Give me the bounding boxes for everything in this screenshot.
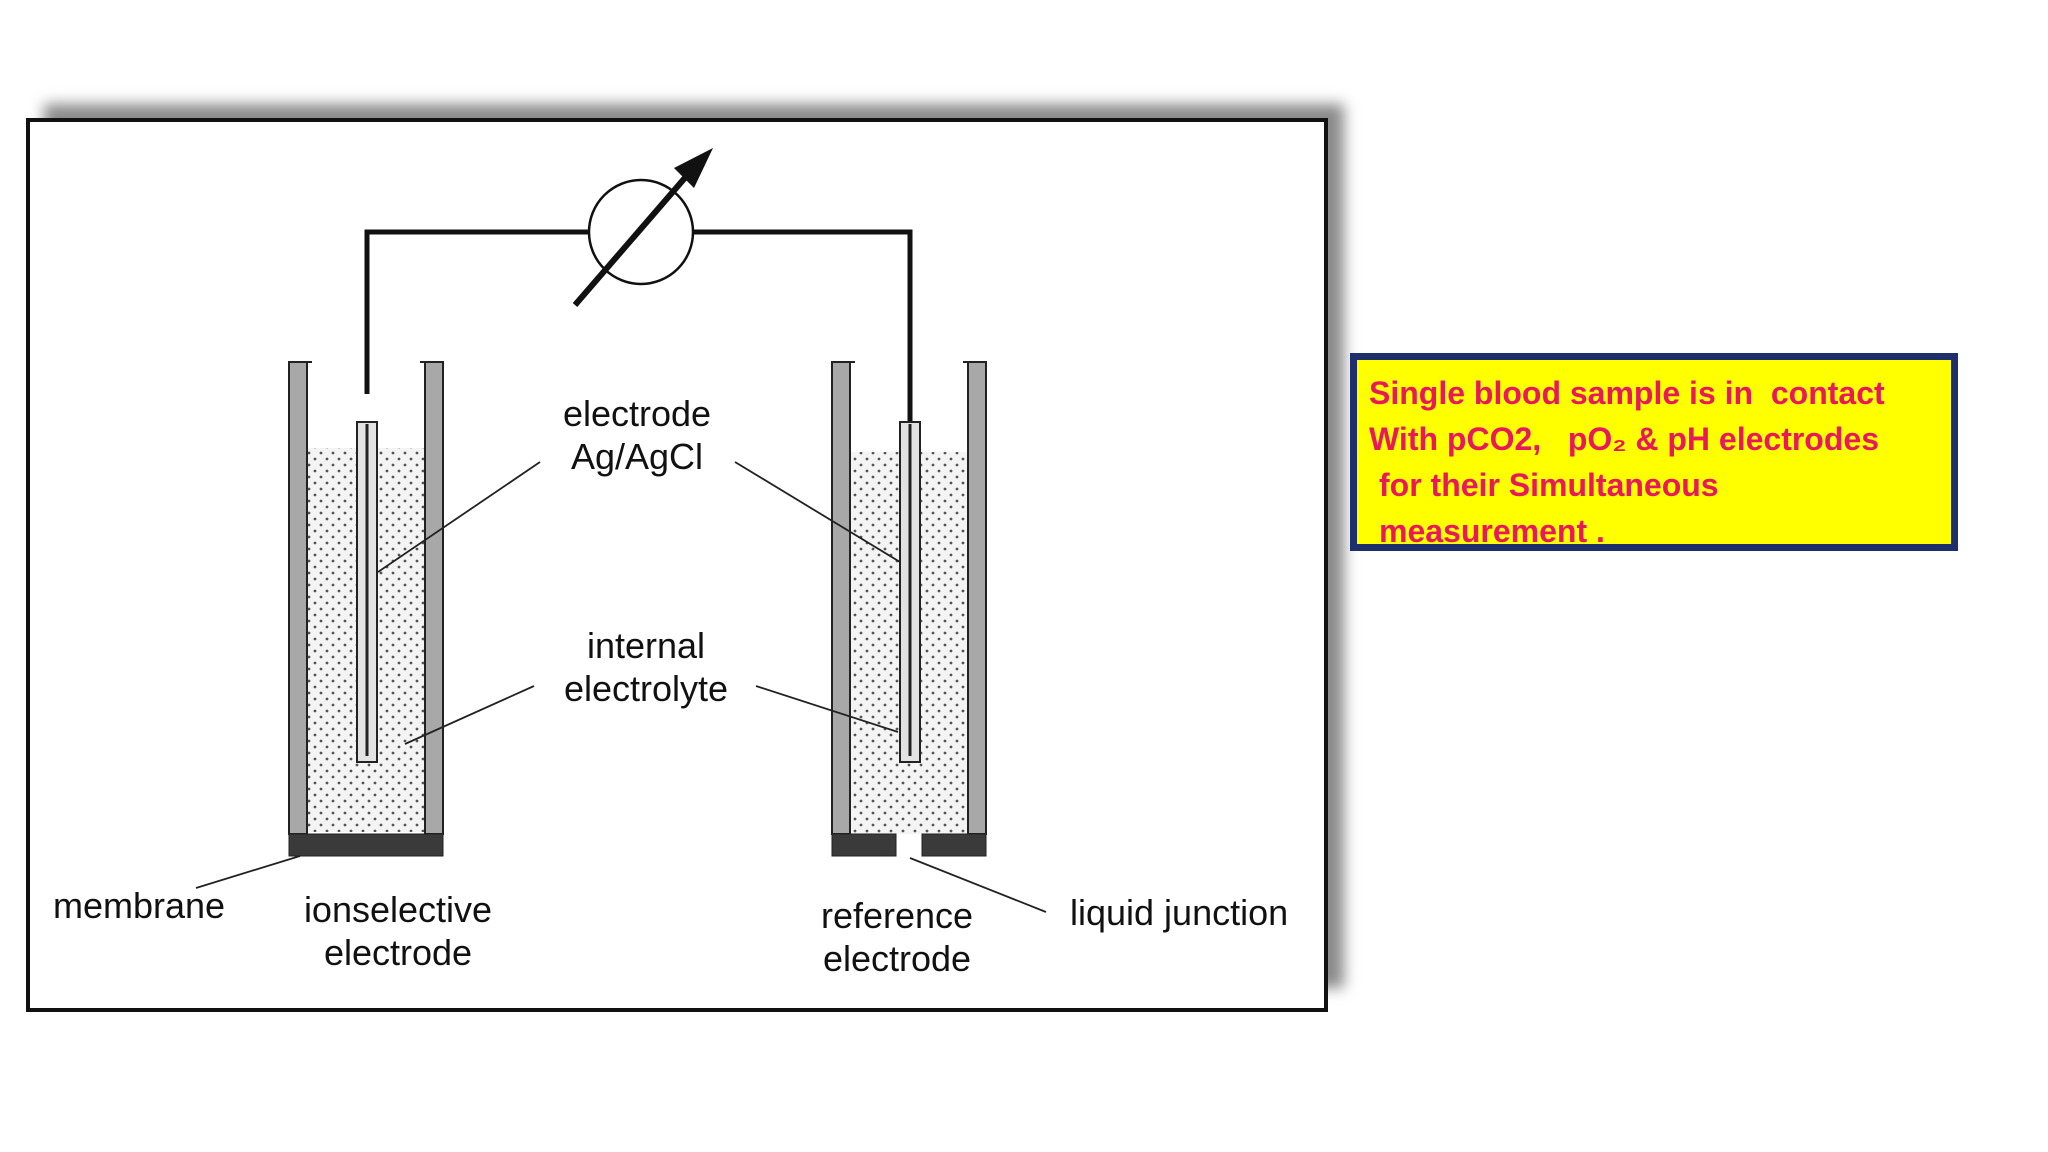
- label-ag-agcl: Ag/AgCl: [571, 436, 703, 477]
- leader-electrode-right: [734, 461, 901, 563]
- ionselective-electrode: [288, 361, 444, 857]
- label-ionselective: ionselective: [304, 889, 492, 930]
- right-outer-wall-left: [831, 361, 851, 835]
- left-outer-wall-right: [424, 361, 444, 835]
- label-electrolyte: electrolyte: [564, 668, 728, 709]
- right-outer-wall-right: [967, 361, 987, 835]
- label-electrode: electrode: [563, 393, 711, 434]
- label-membrane: membrane: [53, 885, 225, 926]
- reference-electrode: [831, 361, 987, 857]
- leader-internal-right: [755, 685, 899, 733]
- note-line-2: With pCO2, pO₂ & pH electrodes: [1369, 421, 1879, 457]
- label-liquid-junction: liquid junction: [1070, 892, 1288, 933]
- note-line-3: for their Simultaneous: [1379, 467, 1719, 503]
- leader-liquid-junction: [909, 857, 1047, 913]
- note-box: Single blood sample is in contact With p…: [1350, 353, 1958, 551]
- membrane: [288, 833, 444, 857]
- junction-bottom-left: [831, 833, 897, 857]
- label-reference-electrode: electrode: [823, 938, 971, 979]
- label-ionselective-electrode: electrode: [324, 932, 472, 973]
- voltmeter-icon: [572, 148, 713, 307]
- label-reference: reference: [821, 895, 973, 936]
- left-wire: [364, 229, 590, 394]
- junction-bottom-right: [921, 833, 987, 857]
- leader-internal-left: [404, 685, 535, 745]
- leader-membrane: [195, 855, 301, 889]
- note-line-4: measurement .: [1379, 513, 1605, 549]
- left-outer-wall-left: [288, 361, 308, 835]
- note-line-1: Single blood sample is in contact: [1369, 375, 1885, 411]
- leader-electrode-left: [377, 461, 541, 573]
- label-internal: internal: [587, 625, 705, 666]
- right-wire: [692, 229, 913, 424]
